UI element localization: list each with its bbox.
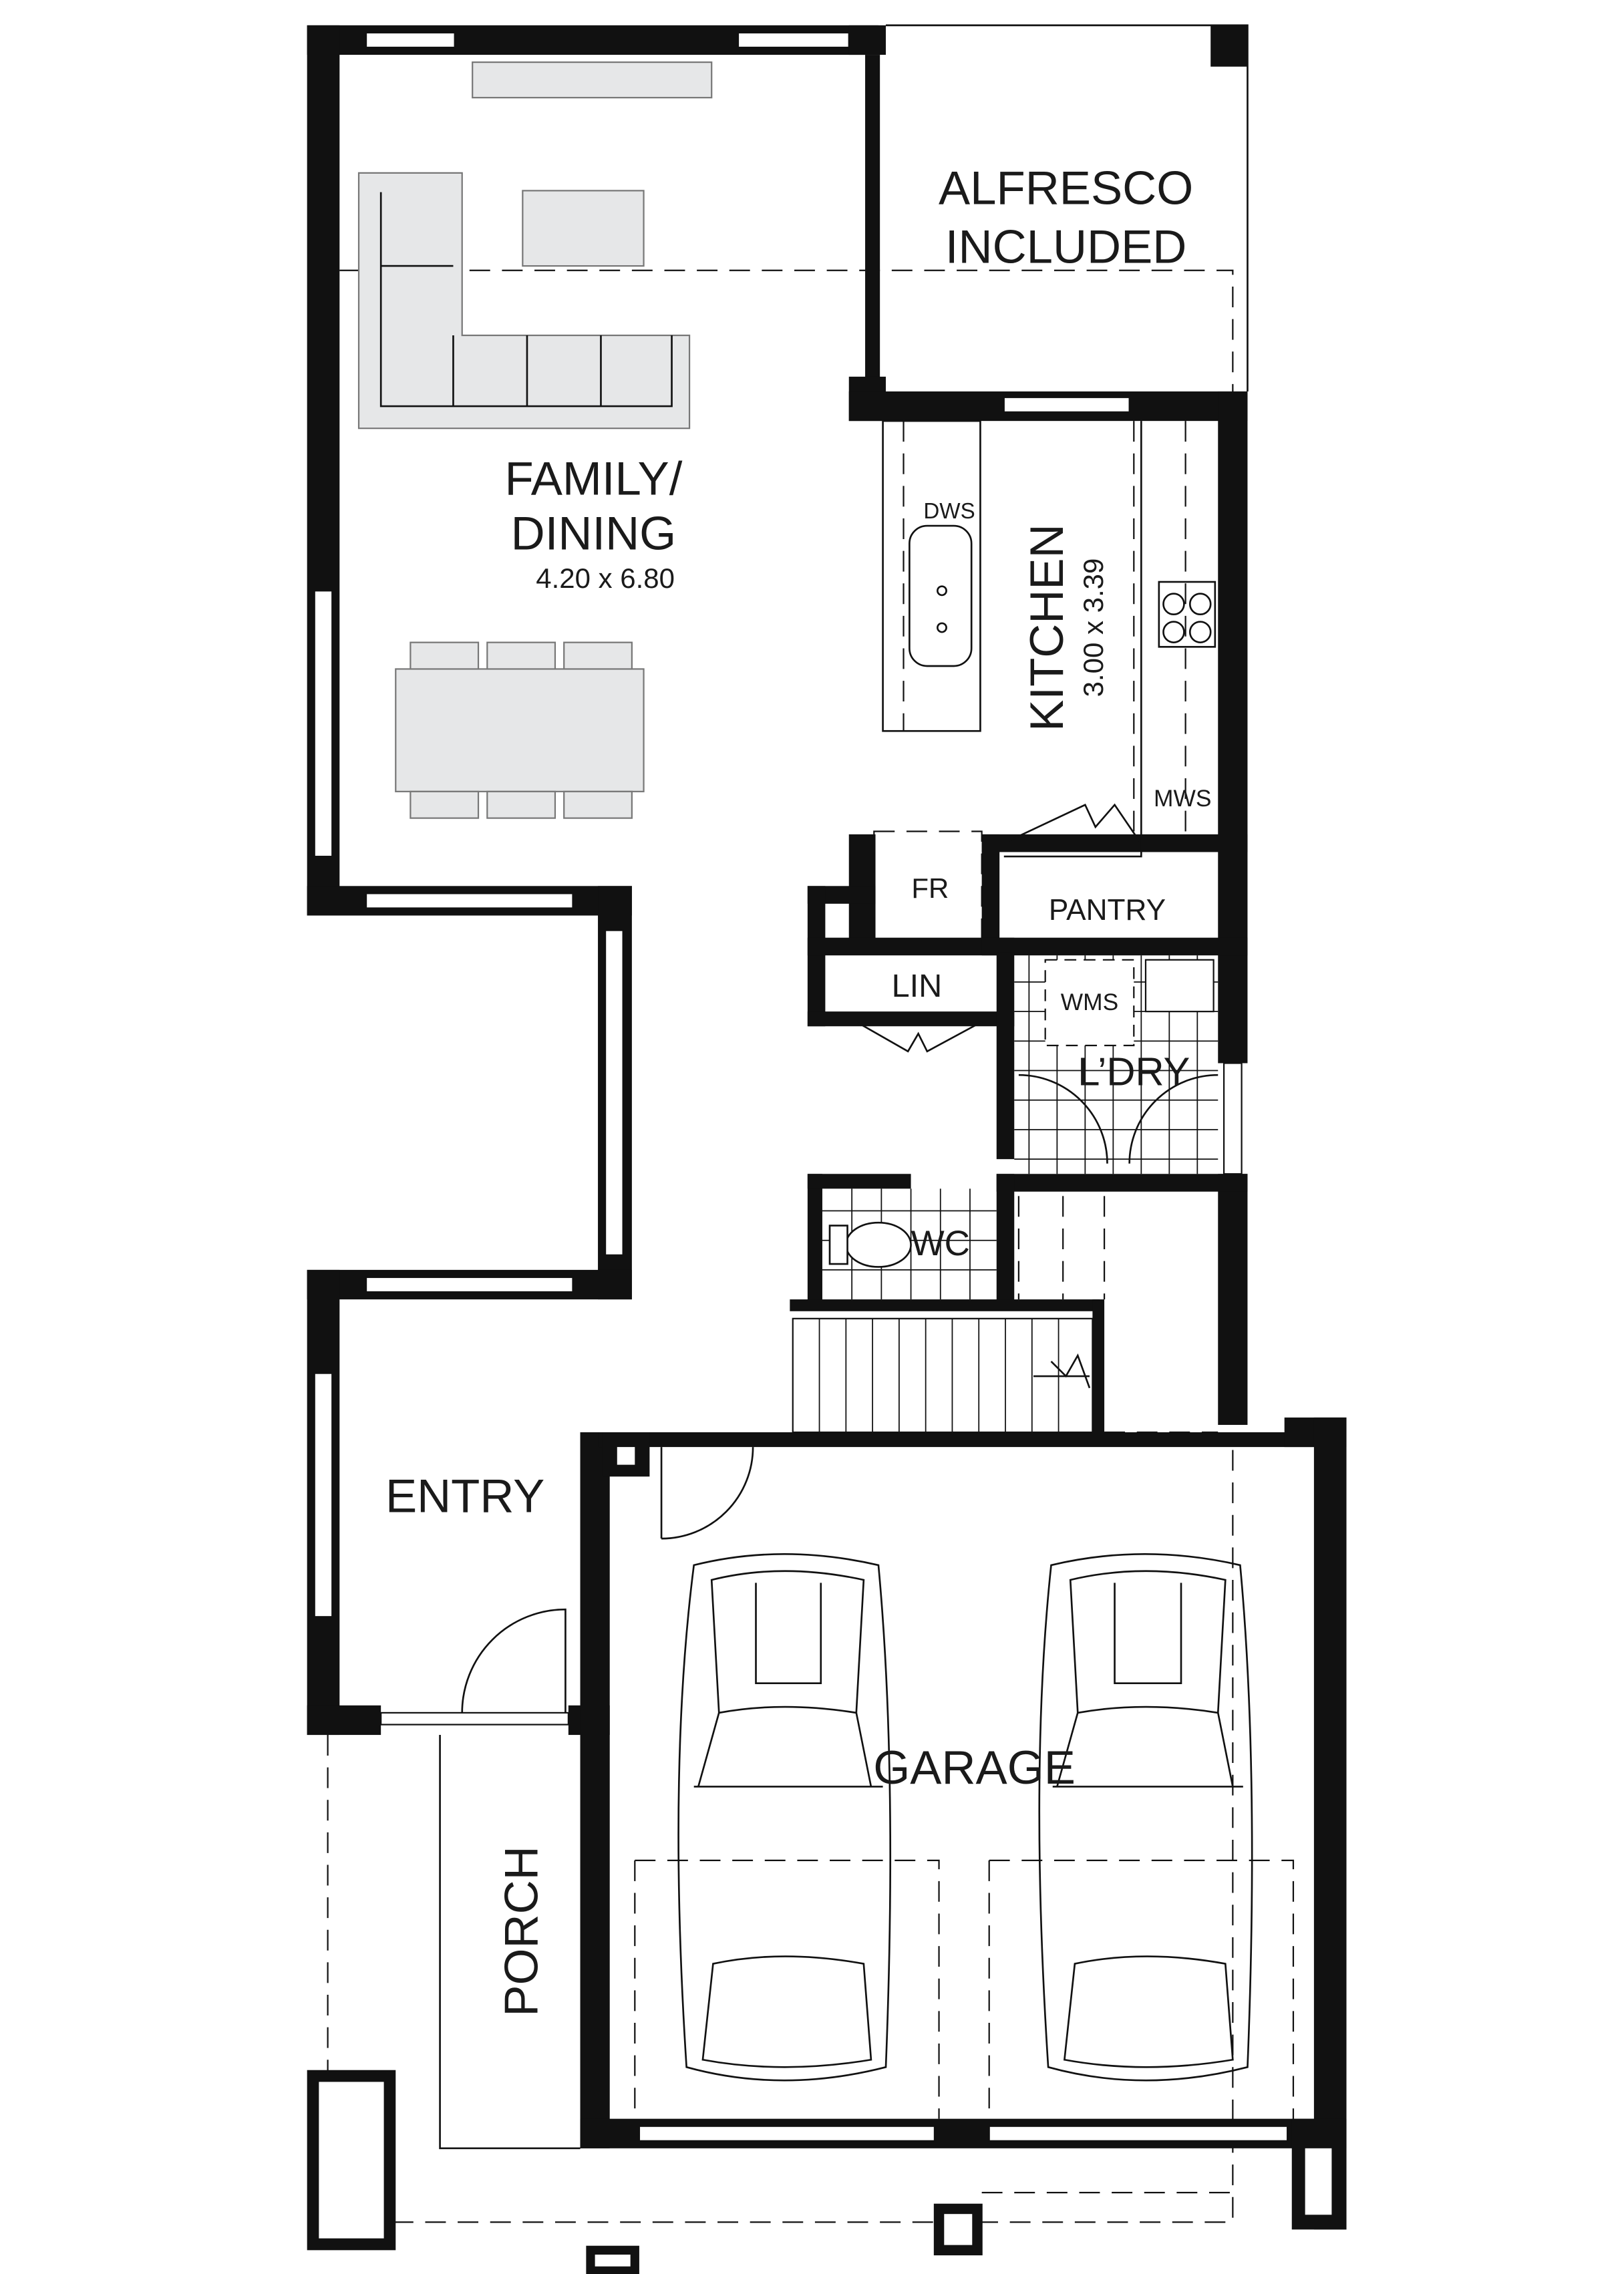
sofa bbox=[357, 172, 691, 430]
family-label: FAMILY/ bbox=[504, 452, 682, 505]
garage-internal-door bbox=[660, 1447, 754, 1540]
fr-label: FR bbox=[911, 872, 949, 904]
laundry-tub bbox=[1144, 959, 1214, 1013]
room-labels: ALFRESCO INCLUDED FAMILY/ DINING 4.20 x … bbox=[385, 161, 1211, 2016]
kitchen-label: KITCHEN bbox=[1020, 524, 1073, 731]
doors bbox=[461, 1447, 754, 1713]
laundry-label: L’DRY bbox=[1078, 1049, 1190, 1094]
family-furniture bbox=[357, 61, 713, 819]
pantry-label: PANTRY bbox=[1049, 894, 1166, 927]
laundry-tiles bbox=[822, 955, 1219, 1300]
stairs bbox=[792, 1196, 1219, 1434]
family-size: 4.20 x 6.80 bbox=[536, 562, 675, 594]
dining-table bbox=[395, 668, 645, 792]
garage-cars bbox=[677, 1553, 1253, 2082]
coffee-table bbox=[522, 190, 645, 267]
mws-label: MWS bbox=[1154, 786, 1211, 812]
dining-label: DINING bbox=[511, 506, 677, 559]
windows bbox=[313, 31, 1289, 2142]
kitchen-size: 3.00 x 3.39 bbox=[1078, 558, 1109, 697]
porch-label: PORCH bbox=[494, 1846, 547, 2016]
fridge-space bbox=[873, 830, 983, 940]
car-left bbox=[677, 1553, 892, 2082]
cooktop bbox=[1158, 581, 1216, 648]
pantry-bifold-door bbox=[1006, 803, 1141, 843]
wms-label: WMS bbox=[1061, 989, 1118, 1015]
dining-chairs bbox=[410, 641, 633, 819]
laundry-doors bbox=[1018, 1074, 1219, 1164]
toilet bbox=[845, 1221, 912, 1268]
sink bbox=[909, 524, 973, 667]
front-door bbox=[461, 1608, 566, 1713]
alfresco-label-2: INCLUDED bbox=[945, 220, 1187, 273]
car-right bbox=[1038, 1553, 1253, 2082]
washing-machine-space bbox=[1044, 959, 1135, 1047]
porch-outline bbox=[439, 1735, 581, 2150]
entry-label: ENTRY bbox=[385, 1469, 544, 1522]
linen-bifold-door bbox=[856, 1021, 983, 1053]
roof-outline-dashed bbox=[327, 269, 1295, 2223]
linen-label: LIN bbox=[892, 968, 943, 1004]
island-bench bbox=[882, 420, 981, 732]
dws-label: DWS bbox=[923, 499, 975, 524]
garage-label: GARAGE bbox=[873, 1741, 1076, 1794]
tv-unit bbox=[472, 61, 713, 99]
alfresco-label: ALFRESCO bbox=[939, 161, 1193, 214]
kitchen-fixtures bbox=[873, 420, 1216, 940]
wc-label: WC bbox=[911, 1224, 970, 1263]
